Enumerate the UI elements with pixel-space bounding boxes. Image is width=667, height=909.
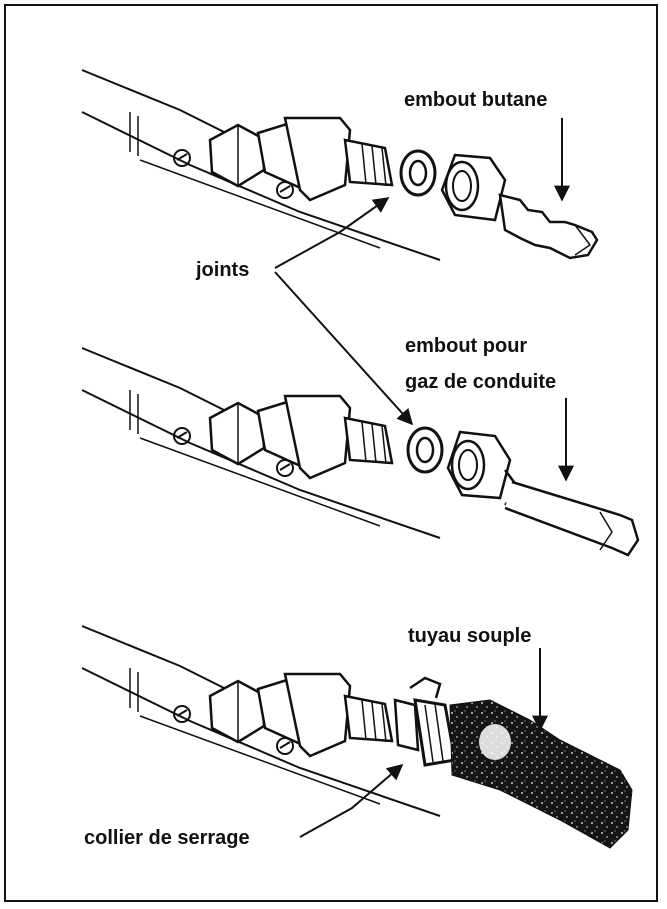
label-joints: joints <box>196 259 250 281</box>
assembly-butane <box>80 68 599 262</box>
label-tuyau-souple: tuyau souple <box>408 625 532 647</box>
label-embout-pour: embout pour <box>405 335 528 357</box>
arrow-joints-2 <box>274 271 414 426</box>
arrow-joints-1 <box>274 197 390 269</box>
label-embout-butane: embout butane <box>404 89 548 111</box>
arrow-collier <box>299 763 404 838</box>
assembly-gaz-conduite <box>80 346 640 557</box>
assembly-tuyau-souple <box>80 624 633 849</box>
label-collier-de-serrage: collier de serrage <box>84 827 250 849</box>
label-gaz-de-conduite: gaz de conduite <box>405 371 557 393</box>
